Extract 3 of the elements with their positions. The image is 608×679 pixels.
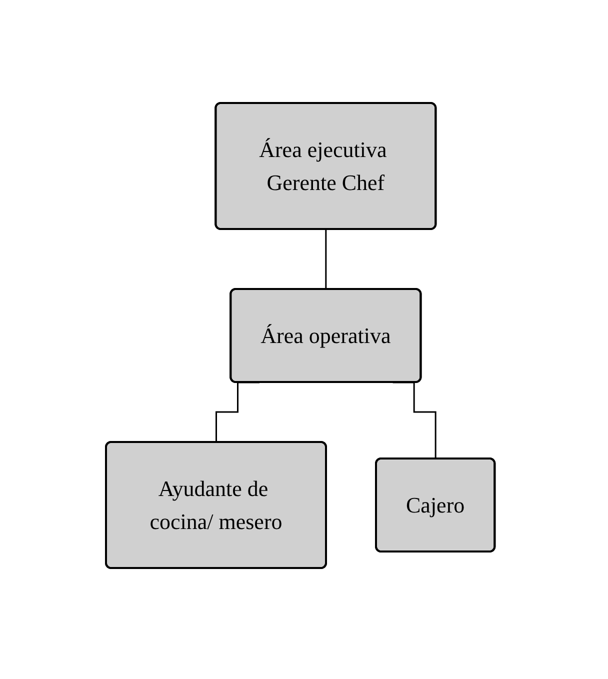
connector: [392, 381, 436, 460]
connector: [324, 228, 327, 290]
connector: [215, 381, 260, 443]
